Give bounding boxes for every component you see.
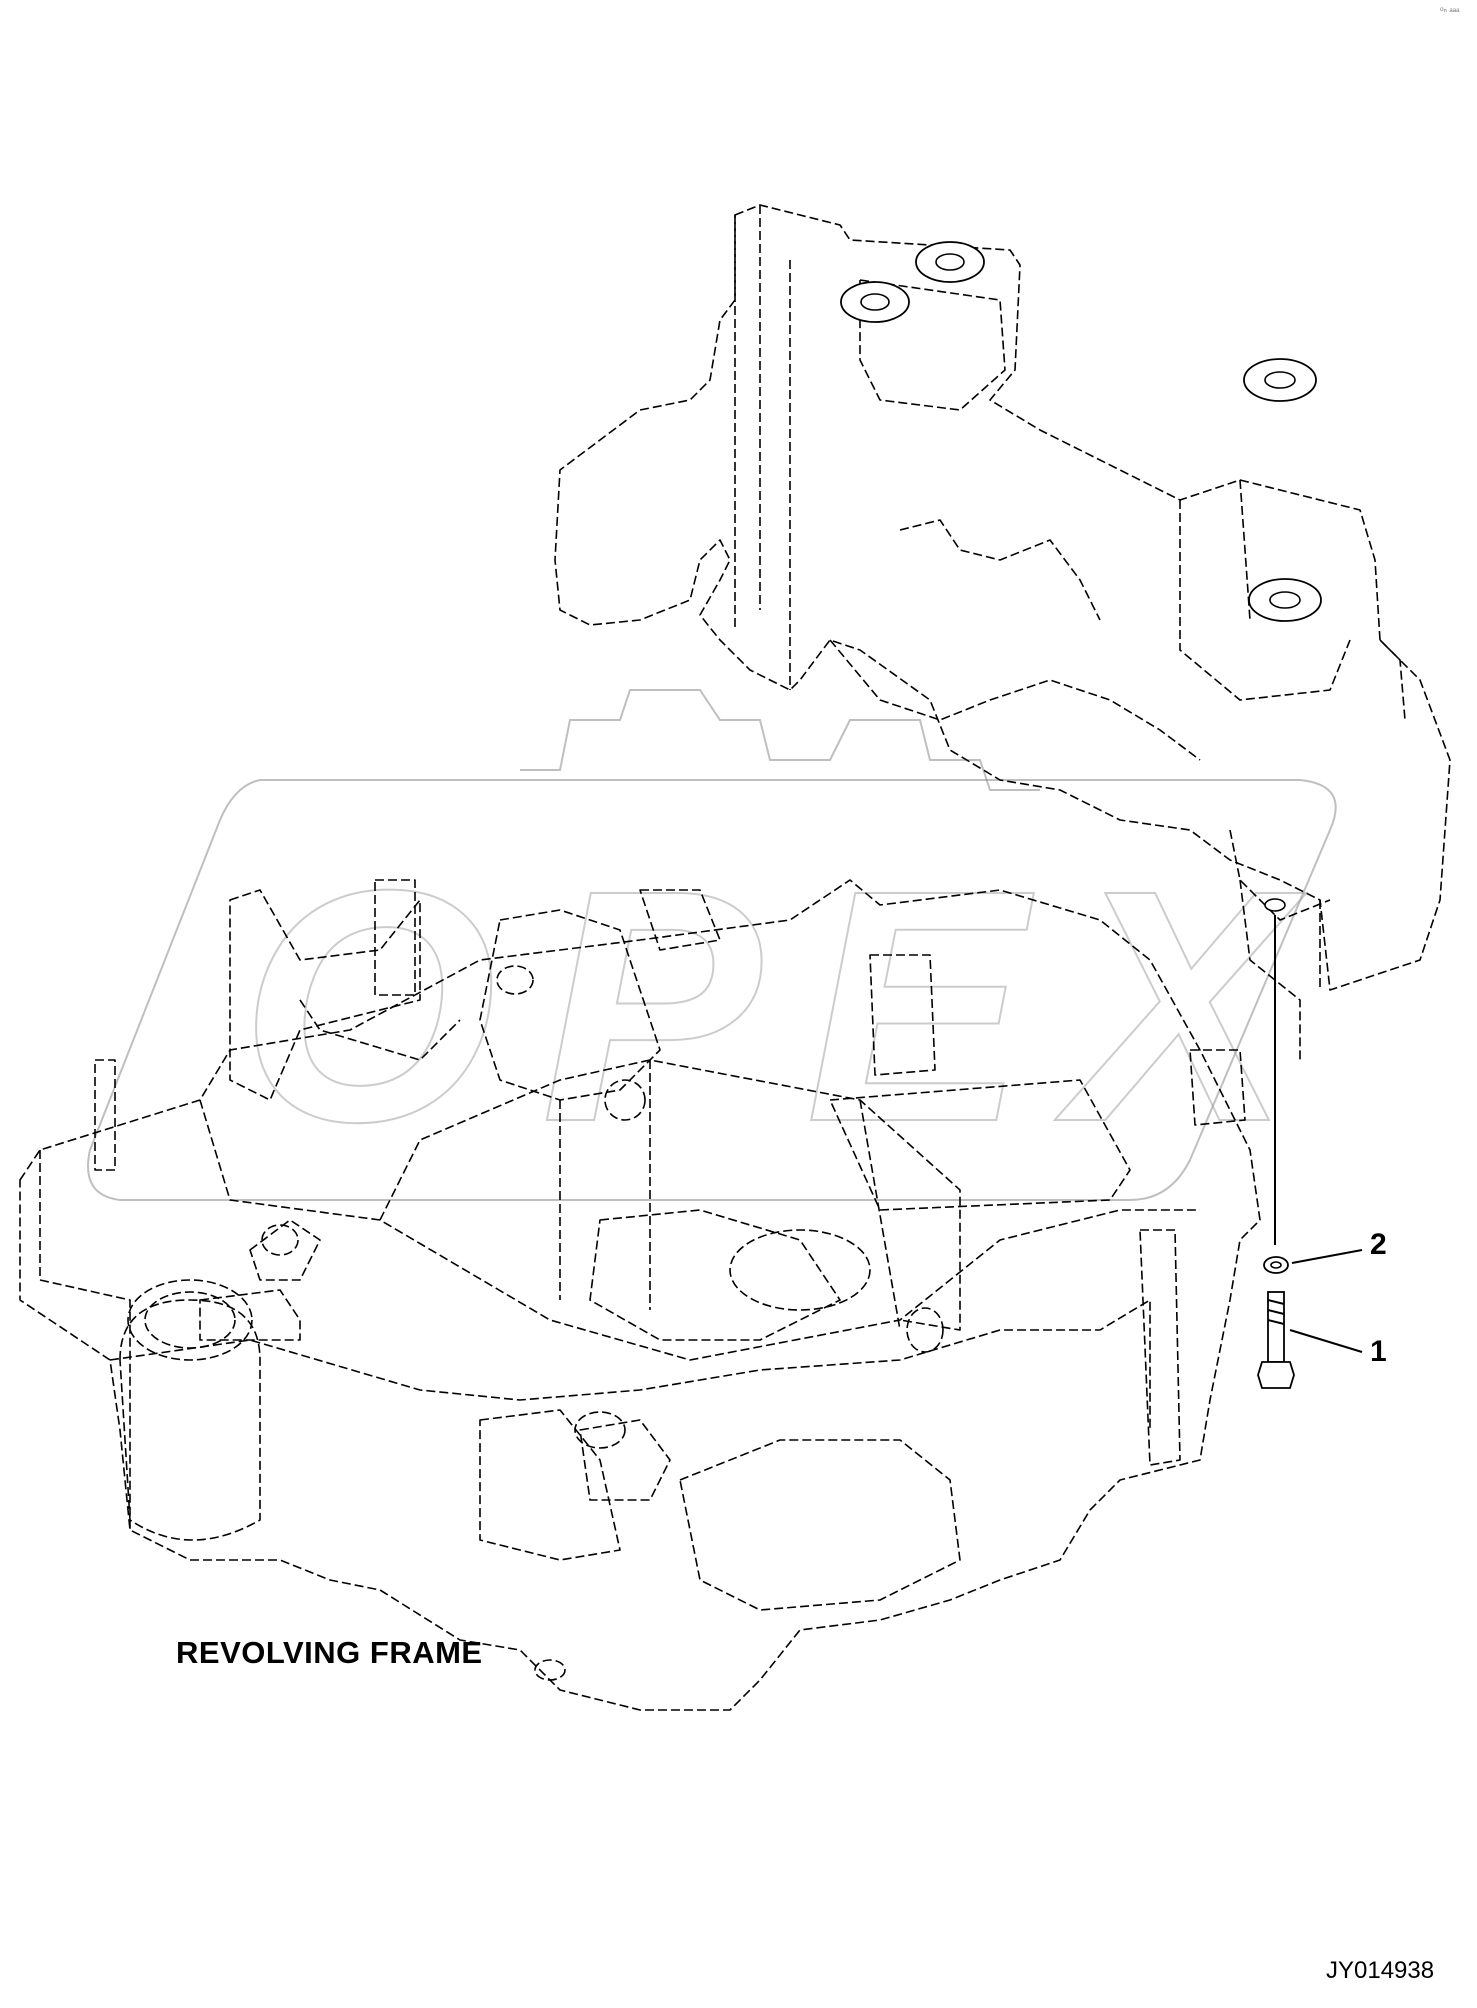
corner-mark: ⁰ⁿ ᵃᵃᵃ xyxy=(1440,6,1460,16)
watermark: OPEX xyxy=(87,689,1337,1201)
leader-line-2 xyxy=(1291,1249,1363,1264)
callout-1: 1 xyxy=(1370,1335,1387,1368)
fastener-parts xyxy=(1257,915,1363,1389)
diagram-label: REVOLVING FRAME xyxy=(176,1635,483,1670)
counterweight-assembly xyxy=(554,204,1451,1060)
bolt-head-part-1 xyxy=(1257,1361,1295,1389)
callout-2: 2 xyxy=(1370,1228,1387,1261)
revolving-frame xyxy=(19,879,1261,1711)
drawing-code: JY014938 xyxy=(1326,1957,1435,1984)
leader-line-1 xyxy=(1289,1329,1363,1353)
